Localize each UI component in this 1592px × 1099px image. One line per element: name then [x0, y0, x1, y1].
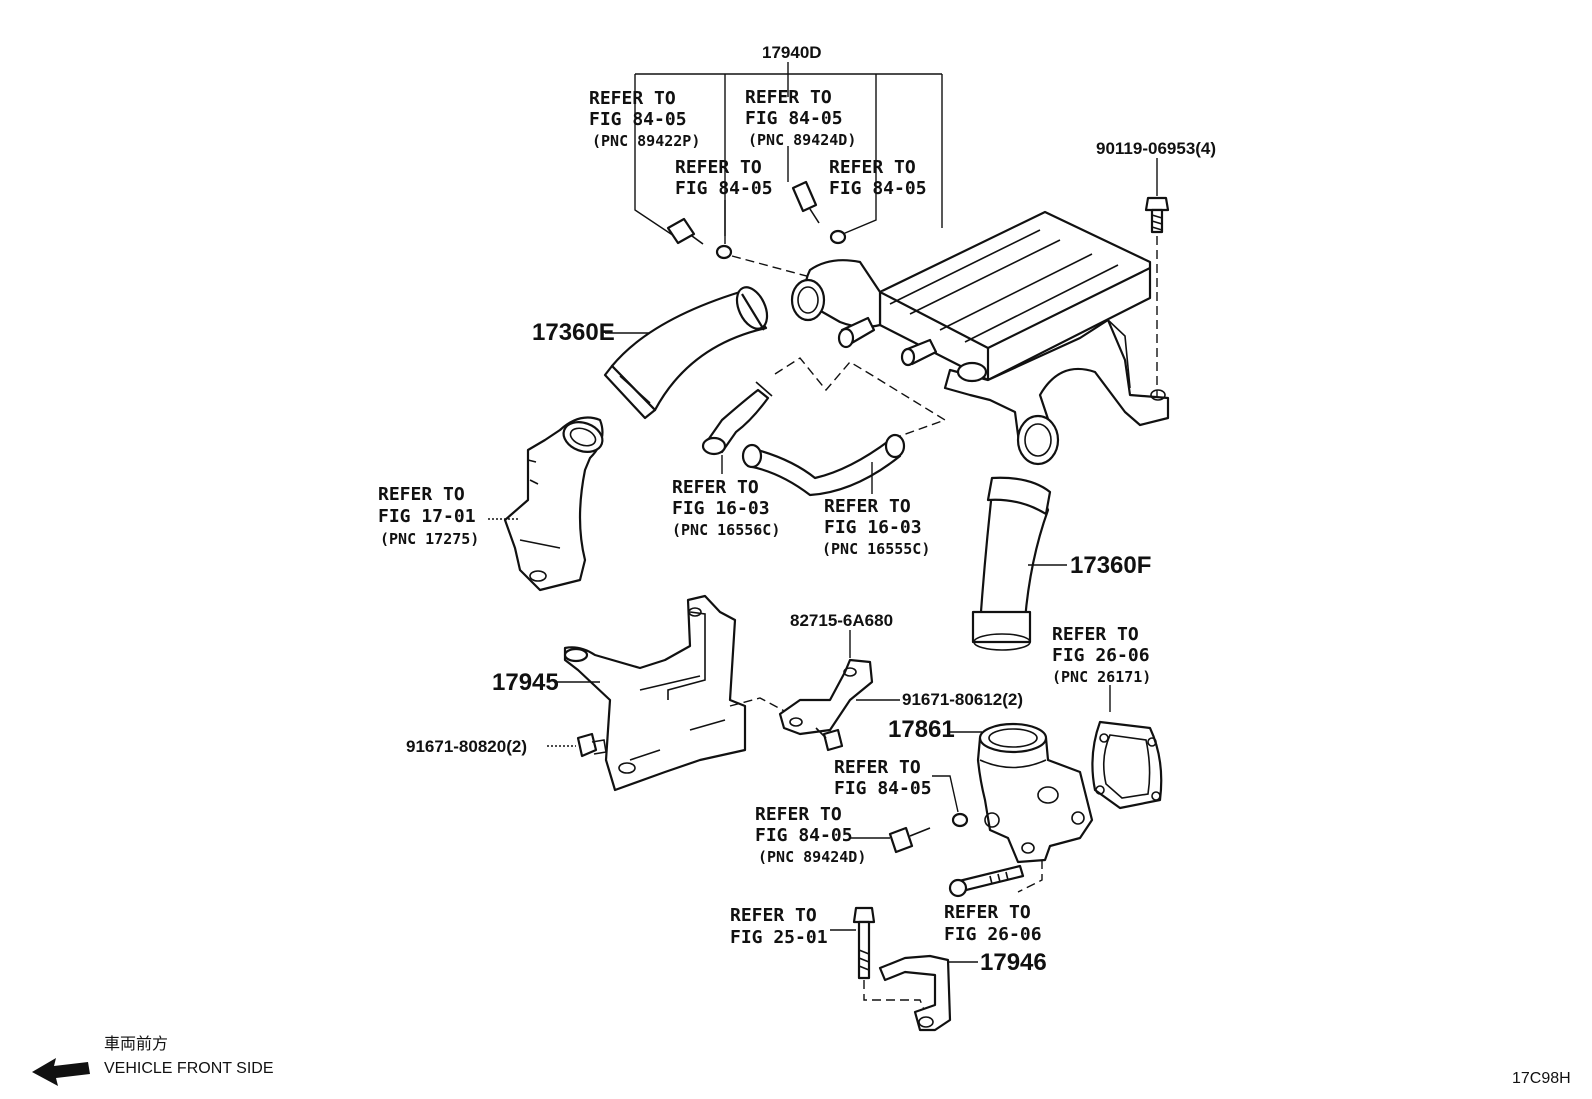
connector-dash-bracket	[729, 697, 791, 715]
bracket-82715[interactable]: 82715-6A680	[778, 611, 893, 736]
part-number-82715: 82715-6A680	[790, 611, 893, 630]
refer-to-text: REFER TO	[755, 804, 842, 825]
refer-to-text: REFER TO	[944, 902, 1031, 923]
pnc-text: (PNC 89422P)	[592, 132, 700, 150]
pnc-text: (PNC 89424D)	[758, 848, 866, 866]
ref-fig-84-05-89422p[interactable]: REFER TO FIG 84-05 (PNC 89422P)	[589, 88, 700, 150]
bolt-91671-80820[interactable]: 91671-80820(2)	[406, 732, 607, 758]
ref-fig-84-05-right[interactable]: REFER TO FIG 84-05	[829, 157, 927, 199]
temp-sensor-top-left[interactable]	[666, 217, 704, 245]
bolt-90119[interactable]: 90119-06953(4)	[1096, 139, 1216, 398]
refer-to-text: REFER TO	[675, 157, 762, 178]
fig-ref-text: FIG 25-01	[730, 927, 828, 948]
hose-17360e[interactable]: 17360E	[532, 283, 773, 420]
ref-fig-84-05-center[interactable]: REFER TO FIG 84-05	[675, 157, 773, 199]
ref-fig-17-01[interactable]: REFER TO FIG 17-01 (PNC 17275)	[378, 484, 518, 548]
refer-to-text: REFER TO	[378, 484, 465, 505]
temp-sensor-low[interactable]	[888, 826, 931, 854]
part-number-17861: 17861	[888, 716, 955, 743]
gasket-26171[interactable]	[1091, 720, 1163, 810]
intercooler-assembly[interactable]	[790, 210, 1170, 466]
refer-to-text: REFER TO	[672, 477, 759, 498]
ref-fig-26-06-lower[interactable]: REFER TO FIG 26-06	[944, 902, 1042, 945]
fig-ref-text: FIG 17-01	[378, 506, 476, 527]
arrow-left-icon	[32, 1058, 90, 1086]
part-number-90119: 90119-06953(4)	[1096, 139, 1216, 158]
ref-fig-84-05-89424d-top[interactable]: REFER TO FIG 84-05 (PNC 89424D)	[745, 87, 856, 149]
vehicle-front-label: VEHICLE FRONT SIDE	[104, 1060, 274, 1077]
ref-fig-25-01[interactable]: REFER TO FIG 25-01	[730, 905, 856, 948]
vehicle-front-japanese: 車両前方	[104, 1035, 168, 1053]
fig-ref-text: FIG 84-05	[755, 825, 853, 846]
part-number-91671-80820: 91671-80820(2)	[406, 737, 527, 756]
fig-ref-text: FIG 84-05	[834, 778, 932, 799]
fig-ref-text: FIG 84-05	[745, 108, 843, 129]
stud-bolt-fig-26-06[interactable]	[948, 864, 1025, 898]
fig-ref-text: FIG 16-03	[824, 517, 922, 538]
air-duct-left[interactable]	[503, 416, 607, 592]
refer-to-text: REFER TO	[829, 157, 916, 178]
refer-to-text: REFER TO	[745, 87, 832, 108]
fig-ref-text: FIG 84-05	[589, 109, 687, 130]
bolt-91671-80612[interactable]: 91671-80612(2)	[815, 690, 1023, 752]
bracket-17946[interactable]: 17946	[878, 949, 1047, 1032]
bolt-fig-25-01[interactable]	[852, 906, 926, 1013]
pnc-text: (PNC 16556C)	[672, 521, 780, 539]
vehicle-front-indicator: 車両前方 VEHICLE FRONT SIDE	[32, 1035, 274, 1086]
refer-to-text: REFER TO	[834, 757, 921, 778]
pnc-text: (PNC 17275)	[380, 530, 479, 548]
refer-to-text: REFER TO	[824, 496, 911, 517]
part-number-91671-80612: 91671-80612(2)	[902, 690, 1023, 709]
part-number-17946: 17946	[980, 949, 1047, 976]
fig-ref-text: FIG 26-06	[944, 924, 1042, 945]
gasket-top-right[interactable]	[829, 229, 847, 245]
connector-dash-hoses	[774, 357, 947, 437]
pnc-text: (PNC 89424D)	[748, 131, 856, 149]
fig-ref-text: FIG 16-03	[672, 498, 770, 519]
part-number-17945: 17945	[492, 669, 559, 696]
fig-ref-text: FIG 84-05	[675, 178, 773, 199]
hose-16556c[interactable]	[701, 381, 773, 456]
fig-ref-text: FIG 84-05	[829, 178, 927, 199]
refer-to-text: REFER TO	[1052, 624, 1139, 645]
outlet-housing-17861[interactable]: 17861	[888, 716, 1094, 893]
ref-fig-26-06-26171[interactable]: REFER TO FIG 26-06 (PNC 26171)	[1052, 624, 1151, 712]
fig-ref-text: FIG 26-06	[1052, 645, 1150, 666]
part-number-17360f: 17360F	[1070, 552, 1151, 579]
ref-fig-84-05-89424d-low[interactable]: REFER TO FIG 84-05 (PNC 89424D)	[755, 804, 890, 866]
diagram-code: 17C98H	[1512, 1070, 1571, 1087]
temp-sensor-top-mid[interactable]	[791, 180, 820, 224]
pnc-text: (PNC 26171)	[1052, 668, 1151, 686]
gasket-top-left[interactable]	[715, 244, 733, 260]
ref-fig-84-05-mid[interactable]: REFER TO FIG 84-05	[834, 757, 959, 813]
hose-17360f[interactable]: 17360F	[971, 476, 1151, 651]
gasket-mid[interactable]	[951, 812, 969, 828]
pnc-text: (PNC 16555C)	[822, 540, 930, 558]
part-17940d-callout: 17940D	[634, 43, 943, 241]
ref-fig-16-03-16555c[interactable]: REFER TO FIG 16-03 (PNC 16555C)	[822, 462, 930, 558]
ref-fig-16-03-16556c[interactable]: REFER TO FIG 16-03 (PNC 16556C)	[672, 455, 780, 539]
part-number-17940d[interactable]: 17940D	[762, 43, 822, 62]
hose-16555c[interactable]	[741, 433, 906, 497]
part-number-17360e: 17360E	[532, 319, 615, 346]
bracket-17945[interactable]: 17945	[492, 594, 747, 792]
refer-to-text: REFER TO	[730, 905, 817, 926]
refer-to-text: REFER TO	[589, 88, 676, 109]
